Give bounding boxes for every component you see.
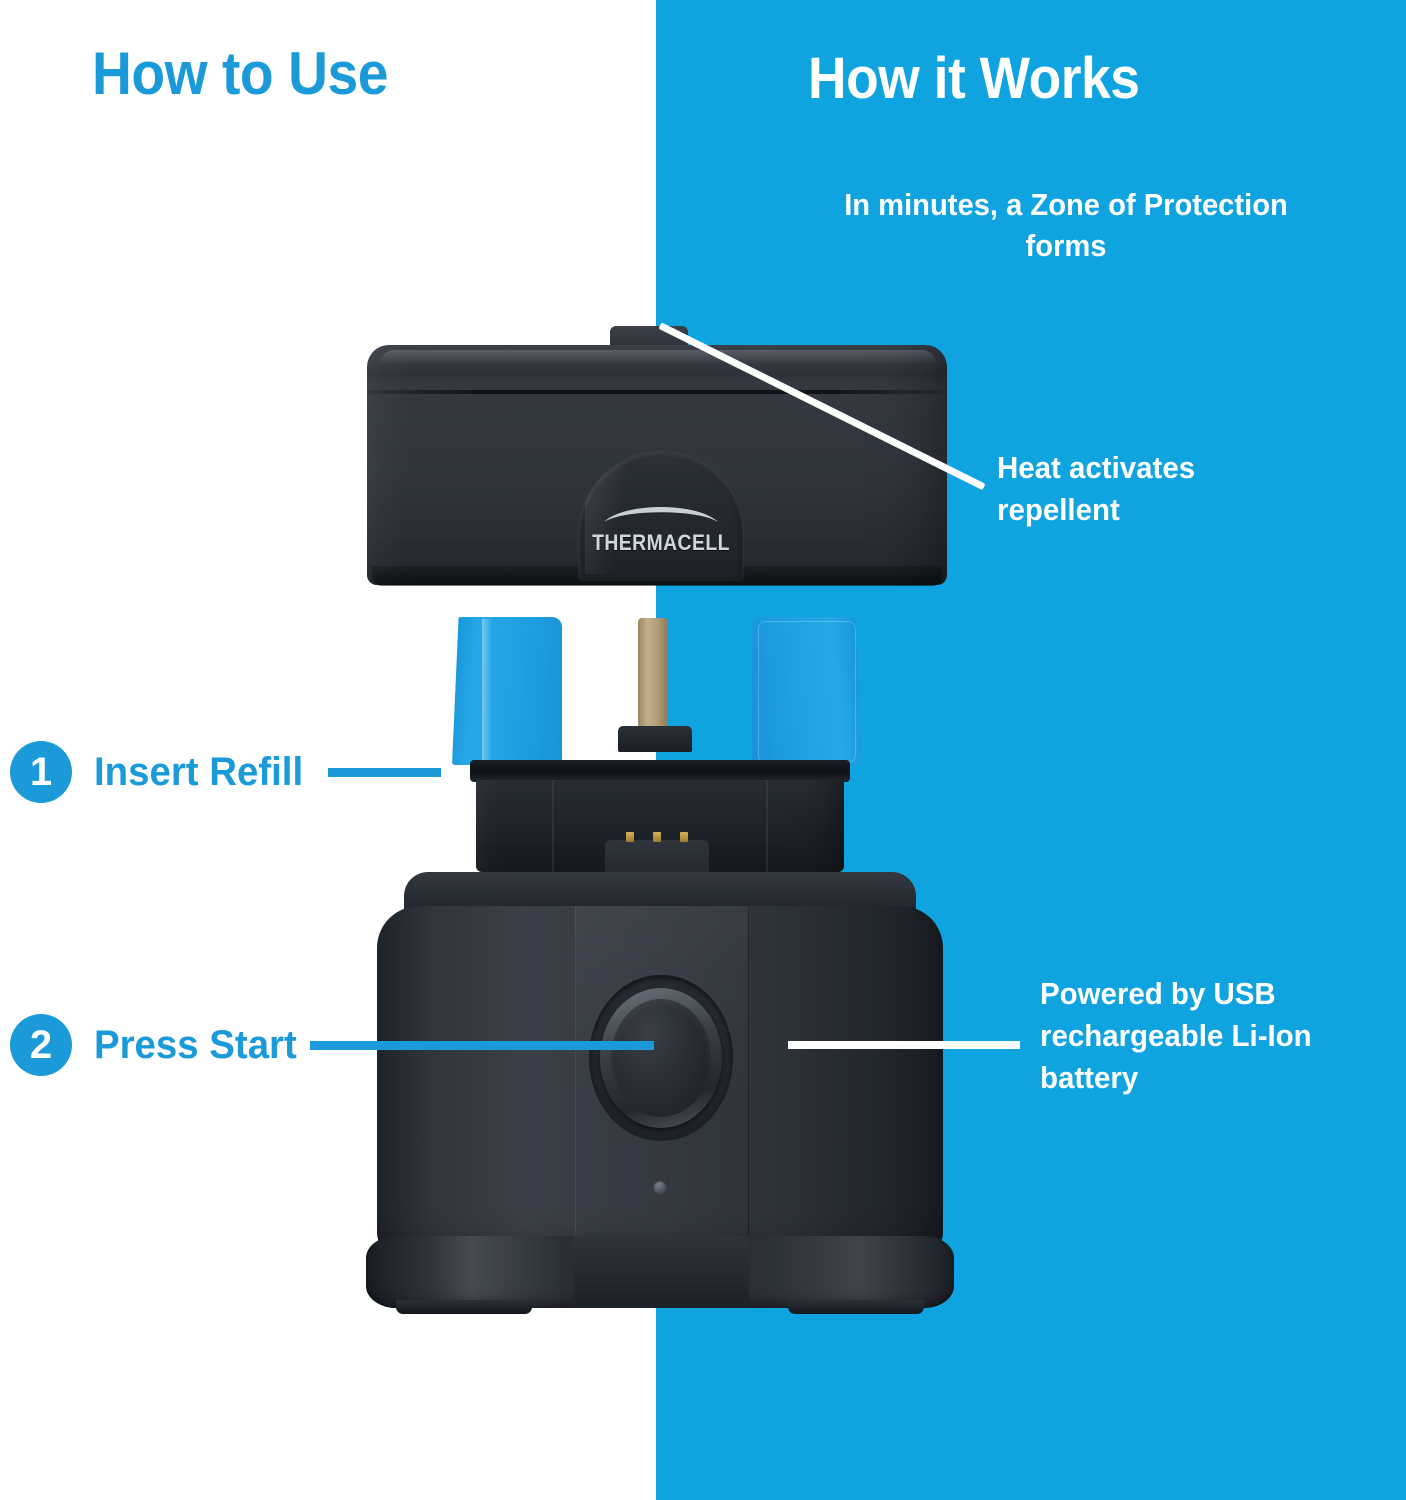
refill-tab-right: [752, 617, 862, 765]
thermacell-swoosh-icon: [604, 507, 718, 522]
refill-wick: [638, 618, 668, 730]
step-press-start: 2 Press Start: [10, 1014, 305, 1076]
step-number-badge: 2: [10, 1014, 72, 1076]
refill-tab-left: [452, 617, 562, 765]
power-button[interactable]: [611, 999, 711, 1117]
lid-highlight: [380, 350, 936, 364]
step-label-insert-refill: Insert Refill: [94, 749, 304, 794]
lid-seam: [369, 390, 945, 394]
refill-wick-base: [618, 726, 692, 752]
zone-of-protection-subhead: In minutes, a Zone of Protection forms: [844, 187, 1288, 263]
leader-line-press-start: [310, 1041, 654, 1050]
leader-line-insert-refill: [328, 768, 441, 777]
step-insert-refill: 1 Insert Refill: [10, 741, 312, 803]
step-number-badge: 1: [10, 741, 72, 803]
base-foot: [396, 1300, 532, 1314]
refill-collar: [470, 760, 850, 782]
thermacell-wordmark: THERMACELL: [592, 530, 730, 555]
how-to-use-heading: How to Use: [92, 40, 388, 107]
contact-pin: [680, 832, 688, 842]
contact-pin: [653, 832, 661, 842]
contact-pin: [626, 832, 634, 842]
thermacell-logo-recess: THERMACELL: [579, 452, 743, 580]
base-ring-front: [573, 1236, 749, 1308]
step-label-press-start: Press Start: [94, 1022, 297, 1067]
refill-contact-pins: [626, 832, 688, 842]
led-indicator: [653, 1180, 668, 1195]
leader-line-usb-battery: [788, 1041, 1020, 1049]
how-it-works-heading: How it Works: [808, 46, 1140, 111]
base-foot: [788, 1300, 924, 1314]
callout-heat-activates-repellent: Heat activates repellent: [997, 450, 1196, 527]
callout-usb-rechargeable-battery: Powered by USB rechargeable Li-Ion batte…: [1040, 976, 1312, 1095]
